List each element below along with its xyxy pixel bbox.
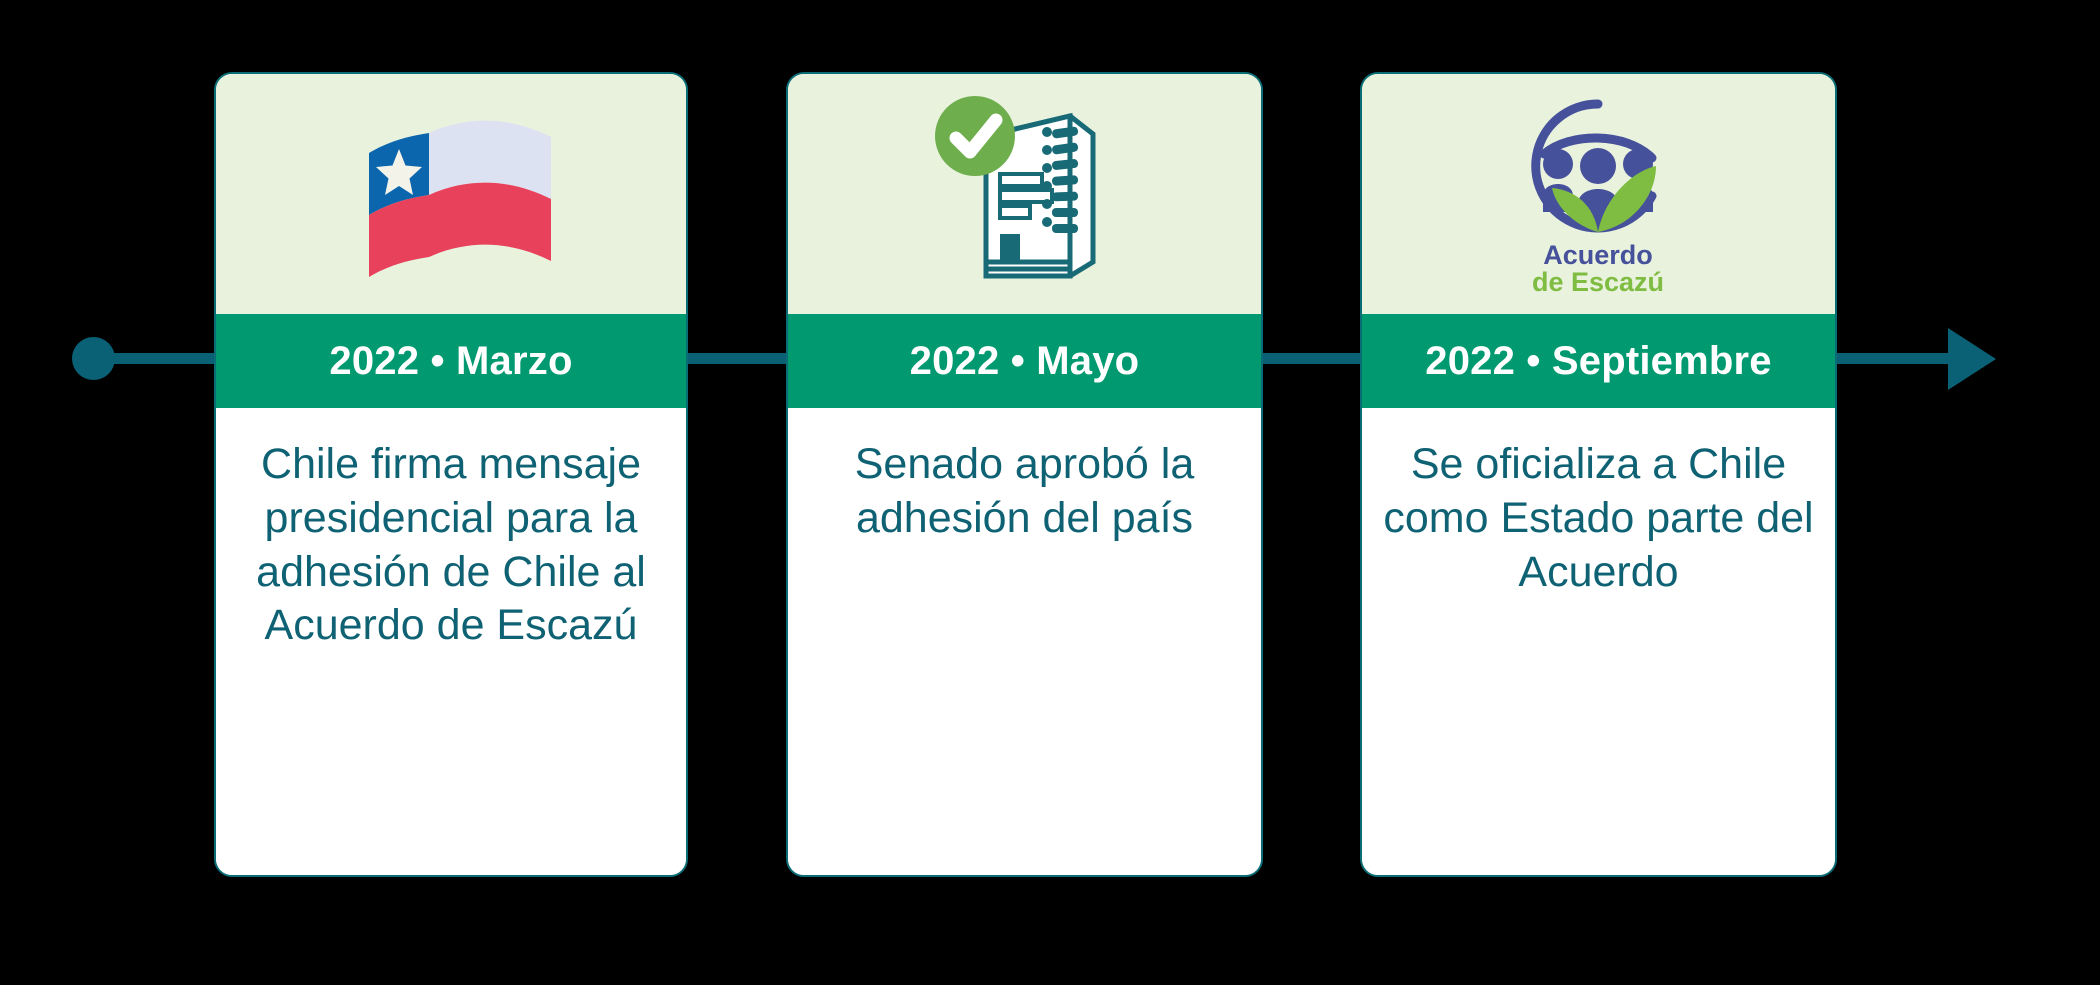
chile-flag-icon xyxy=(369,120,551,277)
milestone-icon-panel: Acuerdo de Escazú xyxy=(1362,74,1835,314)
logo-line-1: Acuerdo xyxy=(1543,240,1653,270)
milestone-card-septiembre-2022[interactable]: Acuerdo de Escazú 2022 • Septiembre Se o… xyxy=(1360,72,1837,877)
milestone-icon-panel xyxy=(788,74,1261,314)
milestone-card-marzo-2022[interactable]: 2022 • Marzo Chile firma mensaje preside… xyxy=(214,72,688,877)
milestone-icon-panel xyxy=(216,74,686,314)
milestone-date-band: 2022 • Marzo xyxy=(216,314,686,408)
milestone-date-label: 2022 • Marzo xyxy=(329,338,573,383)
acuerdo-de-escazu-logo: Acuerdo de Escazú xyxy=(1531,98,1664,297)
approved-document-icon xyxy=(934,96,1095,279)
milestone-description: Senado aprobó la adhesión del país xyxy=(854,440,1195,542)
milestone-date-label: 2022 • Septiembre xyxy=(1425,338,1772,383)
milestone-date-band: 2022 • Septiembre xyxy=(1362,314,1835,408)
milestone-body: Senado aprobó la adhesión del país xyxy=(788,408,1261,875)
milestone-body: Se oficializa a Chile como Estado parte … xyxy=(1362,408,1835,875)
milestone-body: Chile firma mensaje presidencial para la… xyxy=(216,408,686,875)
milestone-date-label: 2022 • Mayo xyxy=(909,338,1140,383)
milestone-description: Chile firma mensaje presidencial para la… xyxy=(256,440,646,650)
milestone-card-mayo-2022[interactable]: 2022 • Mayo Senado aprobó la adhesión de… xyxy=(786,72,1263,877)
logo-line-2: de Escazú xyxy=(1532,267,1664,297)
milestone-description: Se oficializa a Chile como Estado parte … xyxy=(1383,440,1814,596)
milestone-date-band: 2022 • Mayo xyxy=(788,314,1261,408)
